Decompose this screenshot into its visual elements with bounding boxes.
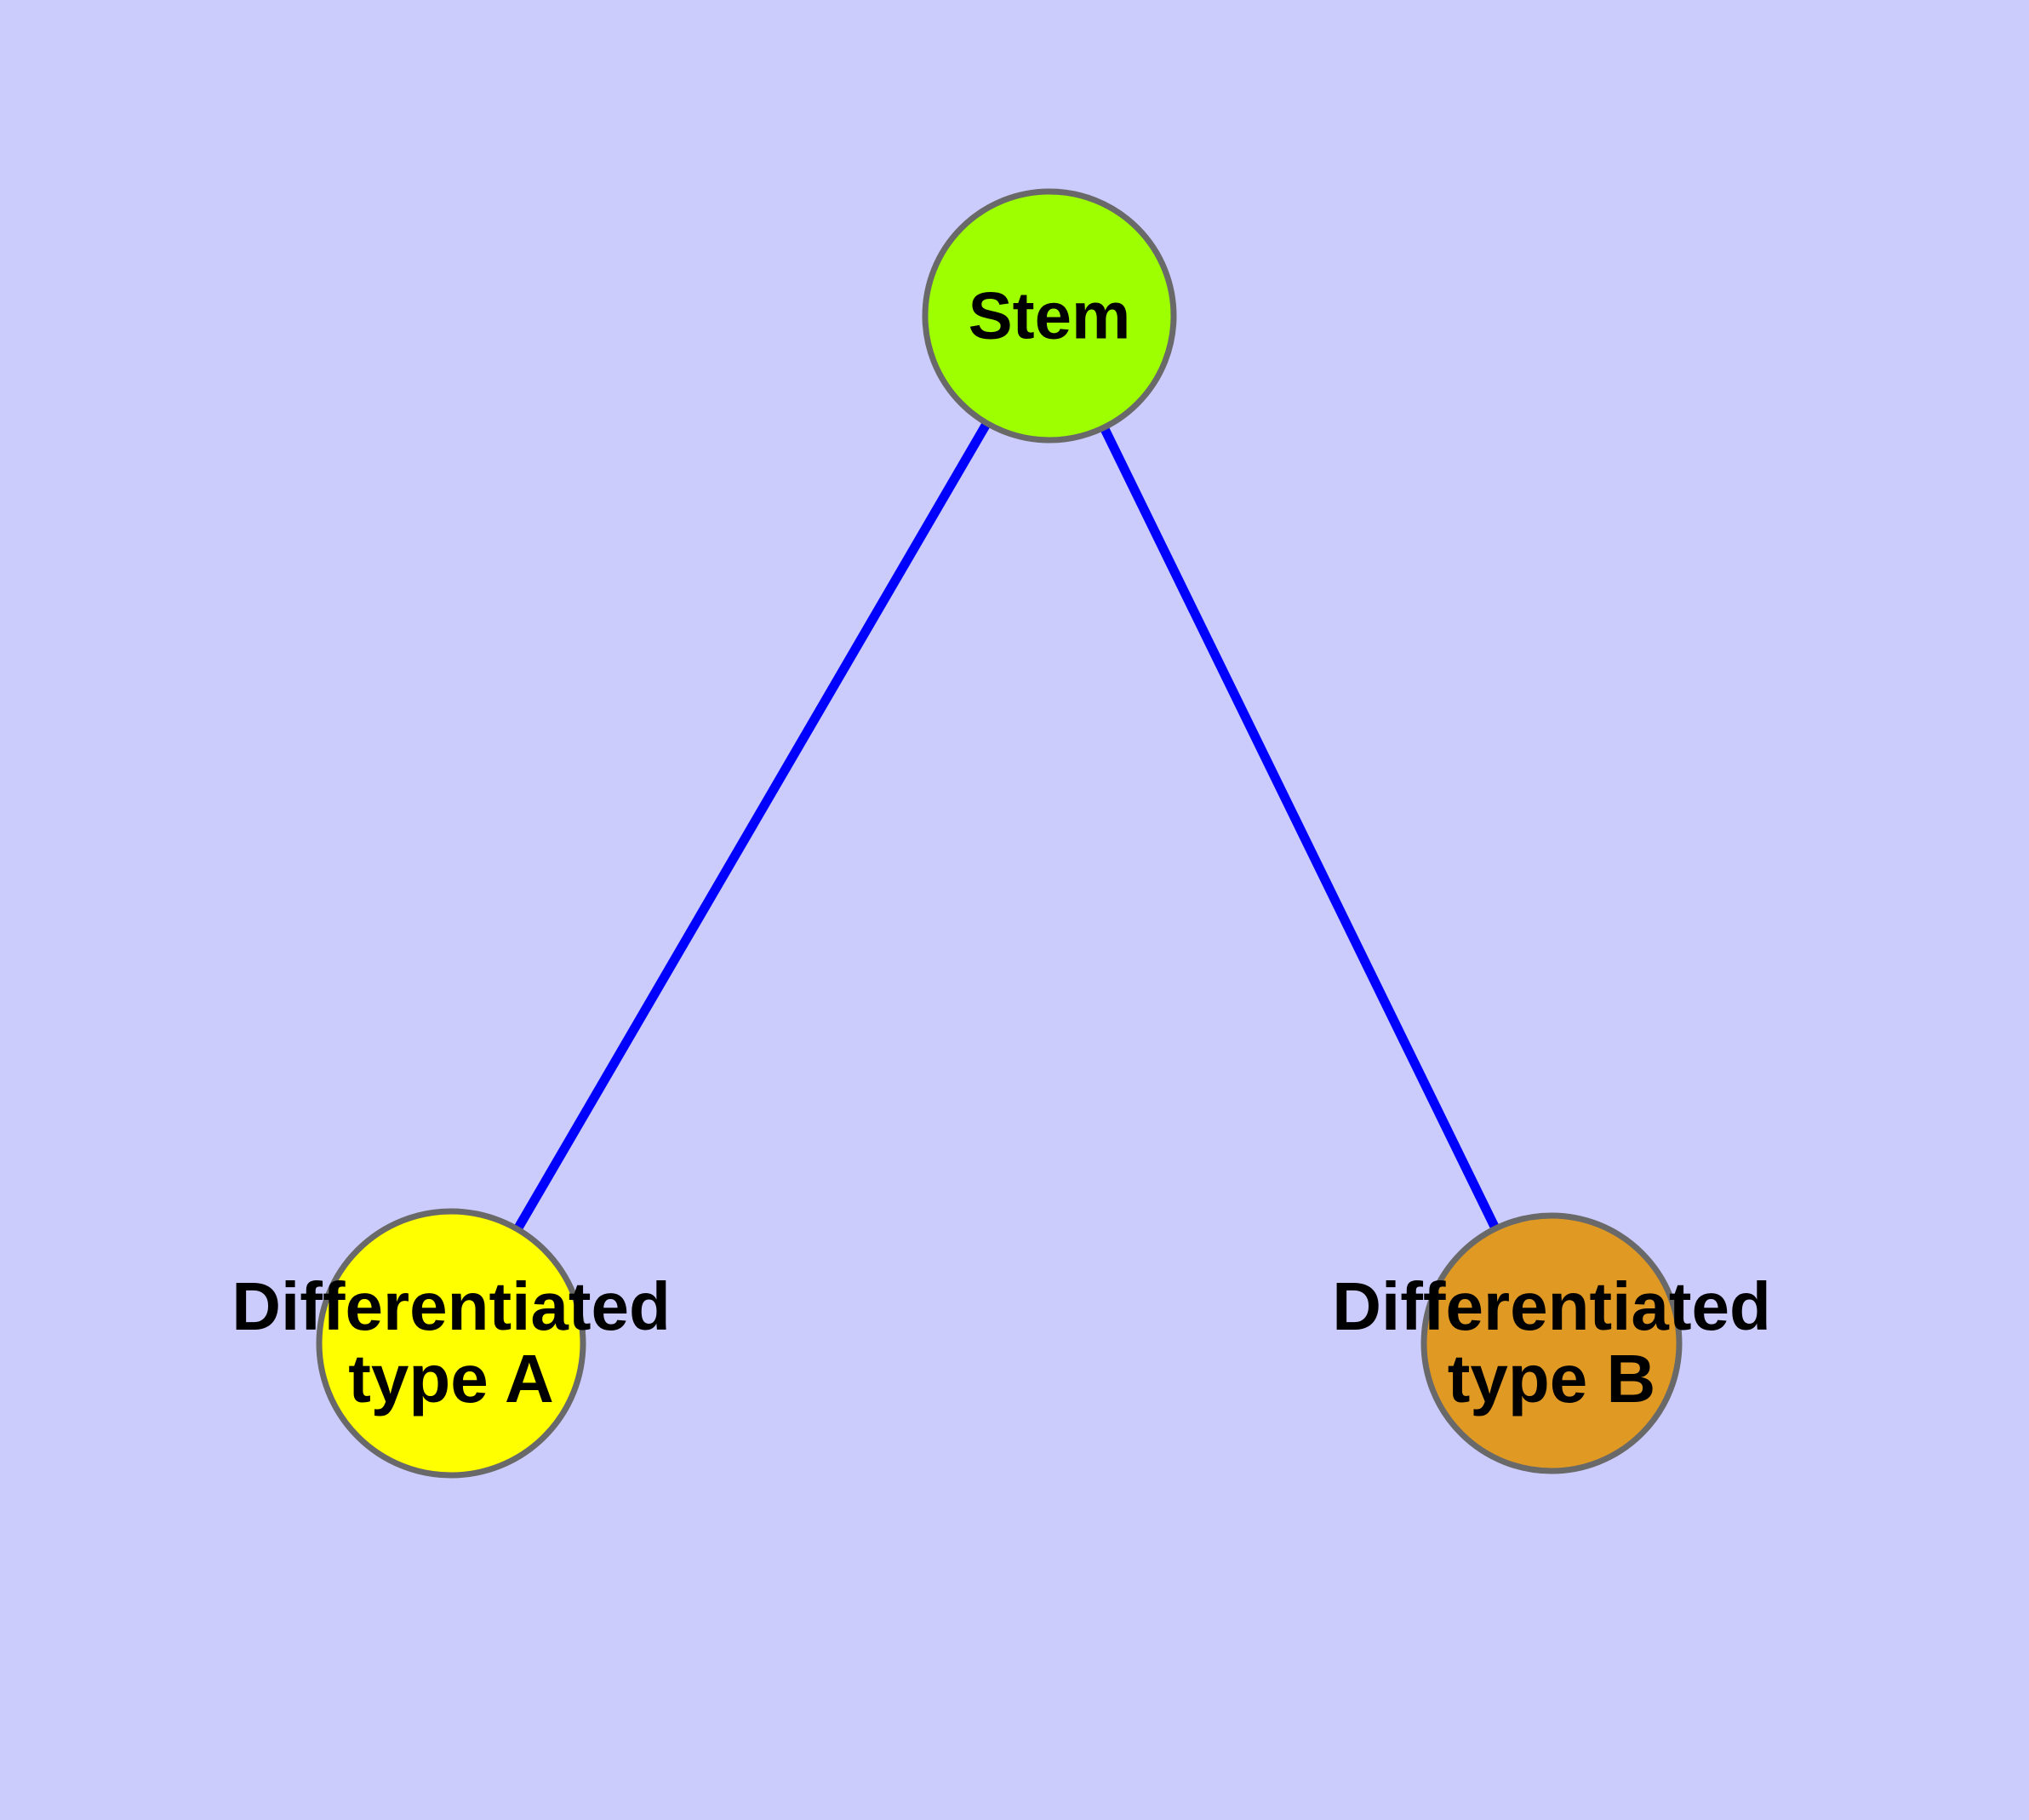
- graph-node-diff_a[interactable]: [316, 1208, 586, 1479]
- graph-edge-stem-to-a[interactable]: [512, 417, 993, 1235]
- node-layer: [316, 188, 1683, 1479]
- graph-node-diff_b[interactable]: [1420, 1212, 1683, 1474]
- graph-edge-stem-to-b[interactable]: [1098, 422, 1501, 1234]
- edge-layer: [512, 417, 1501, 1235]
- graph-node-stem[interactable]: [922, 188, 1177, 444]
